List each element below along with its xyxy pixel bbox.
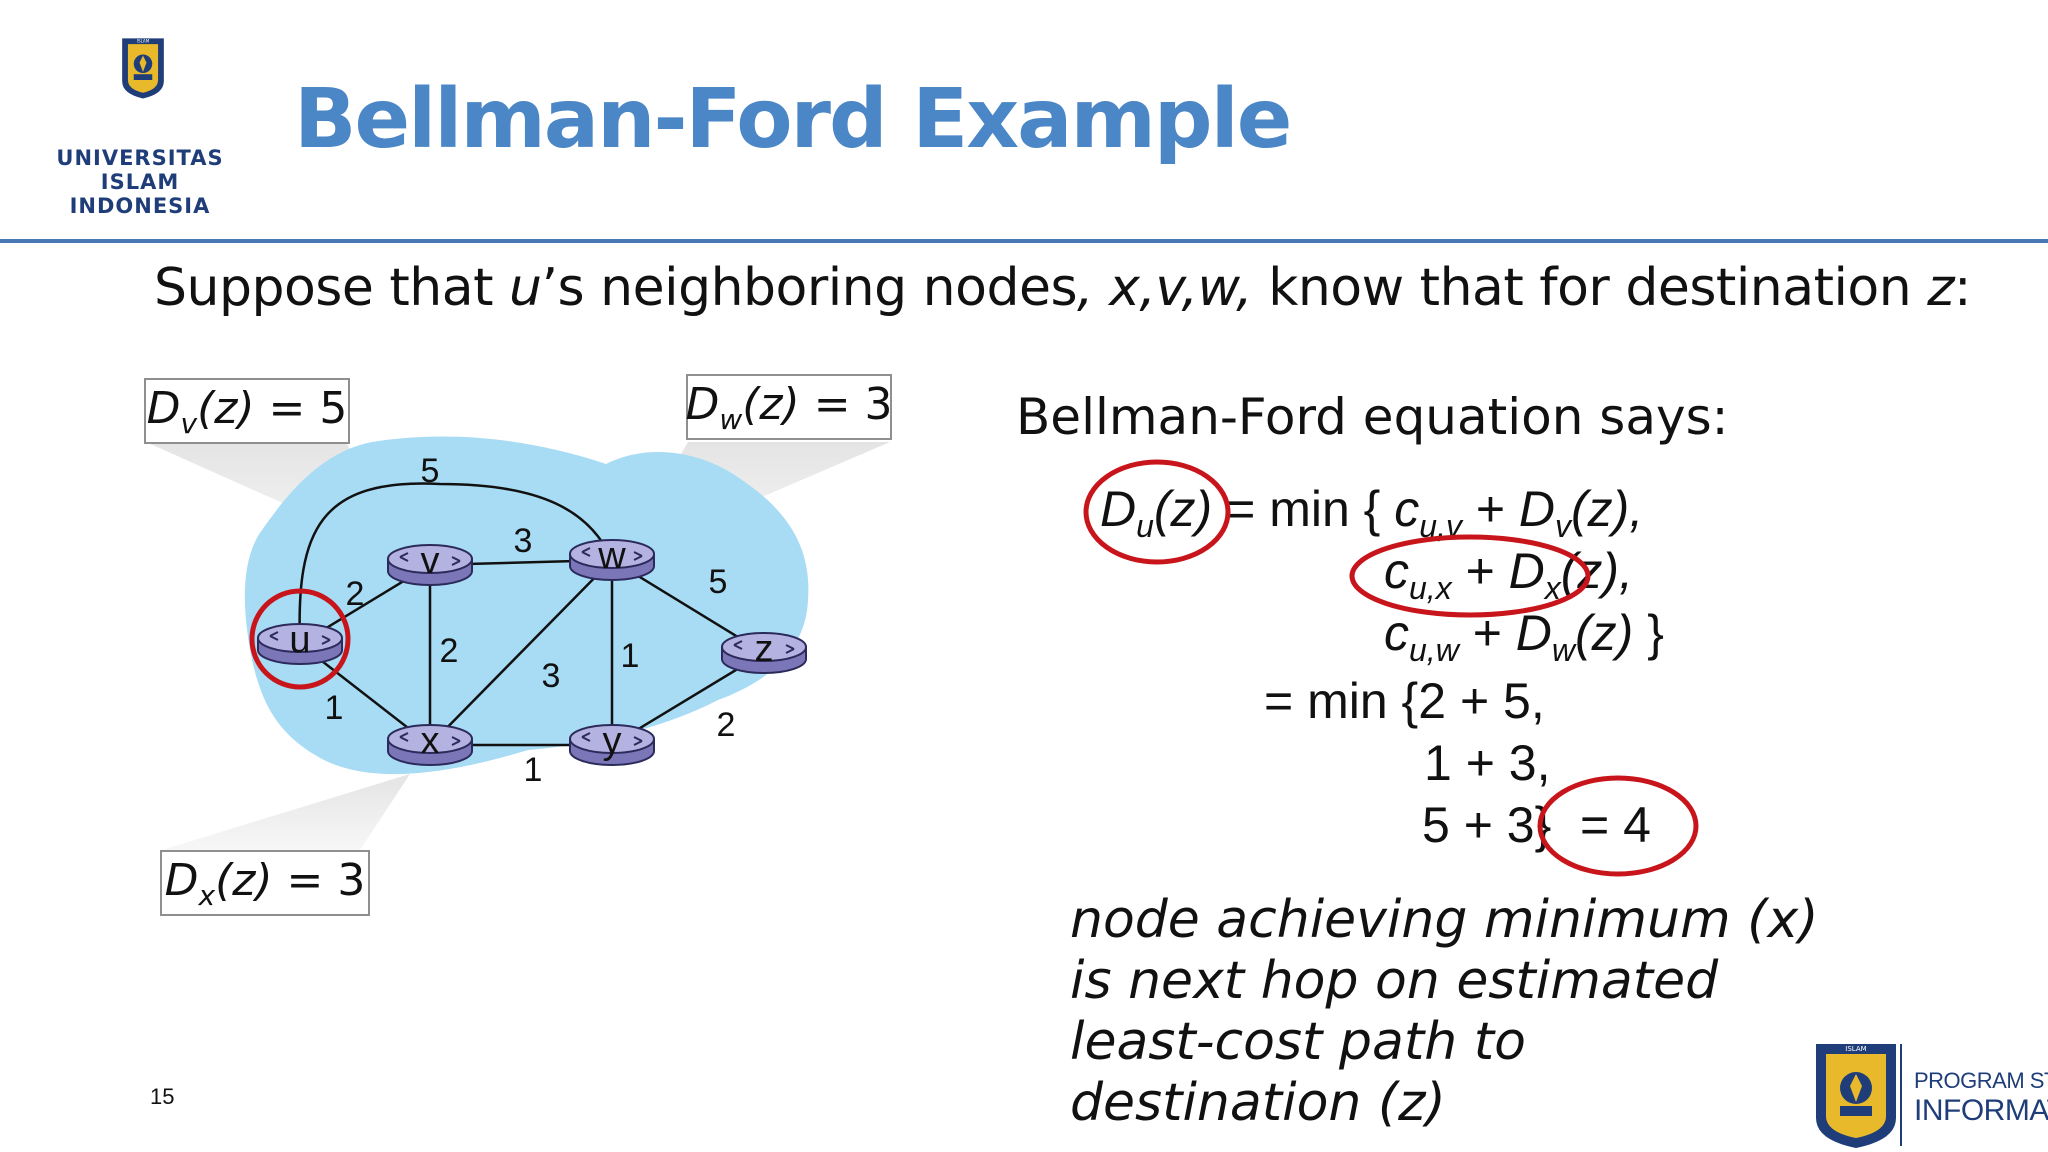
program-name-line-2: INFORMATIKA xyxy=(1914,1094,2048,1127)
router-node-u: u xyxy=(257,619,343,665)
dv-value: = 5 xyxy=(254,382,348,434)
dw-arg: (z) xyxy=(742,378,800,430)
slide-number: 15 xyxy=(150,1084,175,1109)
equation-line-1: Du(z) = min { cu,v + Dv(z), xyxy=(1100,480,1643,545)
callout-beam-dx xyxy=(162,774,410,850)
university-logo: ISLAM xyxy=(122,38,164,99)
eq3-arg: (z) xyxy=(1575,605,1634,661)
lhs-D: D xyxy=(1100,481,1137,537)
edge-cost-w-y: 1 xyxy=(621,637,640,675)
router-node-z: z xyxy=(721,628,807,674)
edge-cost-u-x: 1 xyxy=(325,689,344,727)
equation-heading: Bellman-Ford equation says: xyxy=(1016,388,1729,446)
edge-cost-w-z: 5 xyxy=(709,563,728,601)
dx-sub: x xyxy=(198,878,216,912)
lhs-arg: (z) xyxy=(1153,481,1213,537)
intro-sentence: Suppose that u’s neighboring nodes, x,v,… xyxy=(154,258,1972,318)
network-diagram: 2 1 5 3 2 3 1 1 5 2 u v w x y z xyxy=(146,436,890,850)
eq1-arg: (z), xyxy=(1571,481,1644,537)
eq1-D: D xyxy=(1518,481,1556,537)
edge-cost-x-w: 3 xyxy=(542,657,561,695)
footer-divider xyxy=(1900,1044,1902,1146)
router-label-w: w xyxy=(597,535,626,577)
router-node-y: y xyxy=(569,720,655,766)
program-logo: ISLAM xyxy=(1816,1044,1896,1148)
lhs-sub: u xyxy=(1136,508,1154,544)
eq2-arg: (z), xyxy=(1560,543,1633,599)
university-name-line-1: UNIVERSITAS xyxy=(56,146,224,170)
dw-sub: w xyxy=(719,402,743,436)
intro-end: : xyxy=(1954,258,1972,318)
eq1-prefix: = min { xyxy=(1212,481,1395,537)
university-name-line-3: INDONESIA xyxy=(69,194,211,218)
next-hop-note: node achieving minimum (x) is next hop o… xyxy=(1070,890,1819,1133)
edge-cost-x-y: 1 xyxy=(524,751,543,789)
header-divider xyxy=(0,239,2048,243)
router-node-w: w xyxy=(569,535,655,581)
intro-neighbors: , x,v,w, xyxy=(1077,258,1253,318)
dx-D: D xyxy=(164,854,199,906)
eq3-D: D xyxy=(1515,605,1552,661)
intro-z: z xyxy=(1927,258,1955,318)
intro-u: u xyxy=(509,258,542,318)
equation-line-5: 1 + 3, xyxy=(1424,735,1551,791)
dx-value: = 3 xyxy=(272,854,366,906)
intro-before-u: Suppose that xyxy=(154,258,510,318)
program-name-line-1: PROGRAM STUDI xyxy=(1914,1068,2048,1093)
eq1-plus: + xyxy=(1461,481,1519,537)
eq2-plus: + xyxy=(1451,543,1509,599)
eq1-c-sub: u,v xyxy=(1419,508,1462,544)
edge-cost-u-v: 2 xyxy=(346,575,365,613)
eq3-c-sub: u,w xyxy=(1409,632,1459,668)
dw-D: D xyxy=(685,378,720,430)
eq3-D-sub: w xyxy=(1551,632,1575,668)
router-label-x: x xyxy=(421,720,440,762)
eq2-c-sub: u,x xyxy=(1409,570,1452,606)
equation-line-2: cu,x + Dx(z), xyxy=(1384,542,1633,607)
edge-u-w xyxy=(298,482,614,645)
node-u-highlight-circle xyxy=(249,588,351,690)
university-name-line-2: ISLAM xyxy=(100,170,180,194)
router-label-v: v xyxy=(421,540,440,582)
equation-line-6: 5 + 3} xyxy=(1422,797,1552,853)
eq1-c: c xyxy=(1394,481,1420,537)
callout-dv: Dv(z) = 5 xyxy=(144,378,350,444)
network-cloud xyxy=(244,436,809,775)
dx-arg: (z) xyxy=(215,854,273,906)
university-name: UNIVERSITAS ISLAM INDONESIA xyxy=(40,146,240,218)
eq2-c: c xyxy=(1384,543,1409,599)
callout-dw: Dw(z) = 3 xyxy=(685,374,893,440)
dw-value: = 3 xyxy=(799,378,893,430)
callout-dx: Dx(z) = 3 xyxy=(160,850,370,916)
slide-title: Bellman-Ford Example xyxy=(294,72,1292,167)
dv-arg: (z) xyxy=(197,382,255,434)
dv-D: D xyxy=(146,382,181,434)
router-node-v: v xyxy=(387,540,473,586)
router-node-x: x xyxy=(387,720,473,766)
intro-middle: know that for destination xyxy=(1252,258,1928,318)
intro-after-u: ’s neighboring nodes xyxy=(541,258,1078,318)
eq3-c: c xyxy=(1384,605,1409,661)
program-name: PROGRAM STUDI INFORMATIKA xyxy=(1914,1068,2048,1128)
router-label-u: u xyxy=(289,619,310,661)
dv-sub: v xyxy=(180,406,198,440)
edge-cost-v-w: 3 xyxy=(514,522,533,560)
router-label-z: z xyxy=(755,628,774,670)
edge-cost-v-x: 2 xyxy=(440,632,459,670)
edge-x-w xyxy=(429,559,613,746)
equation-line-4: = min {2 + 5, xyxy=(1264,673,1545,729)
eq3-end: } xyxy=(1633,605,1664,661)
eq3-plus: + xyxy=(1458,605,1516,661)
eq1-D-sub: v xyxy=(1555,508,1572,544)
equation-line-3: cu,w + Dw(z) } xyxy=(1384,604,1664,669)
eq2-D-sub: x xyxy=(1544,570,1561,606)
edge-cost-y-z: 2 xyxy=(717,706,736,744)
eq2-D: D xyxy=(1508,543,1545,599)
svg-text:ISLAM: ISLAM xyxy=(1845,1045,1866,1053)
router-label-y: y xyxy=(603,720,622,762)
svg-text:ISLAM: ISLAM xyxy=(137,38,150,43)
equation-result: = 4 xyxy=(1580,797,1651,853)
edge-cost-u-w: 5 xyxy=(421,452,440,490)
